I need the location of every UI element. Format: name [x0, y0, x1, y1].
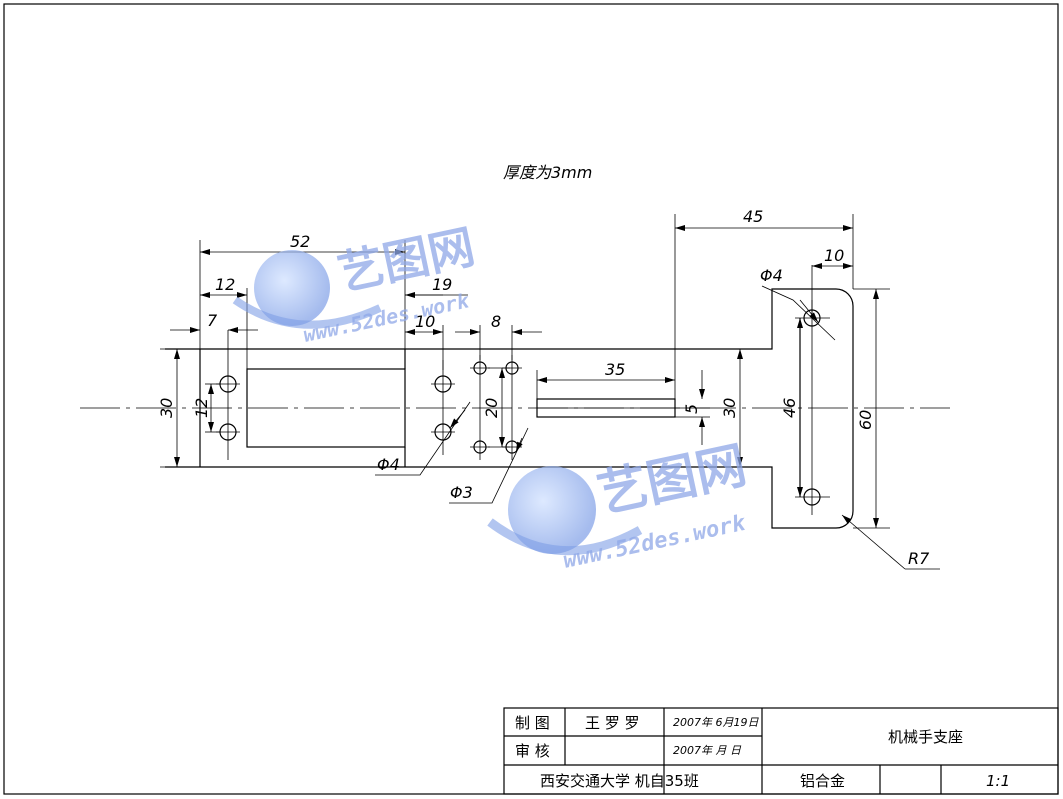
dim-45: 45 — [743, 207, 763, 226]
drawn-date: 2007年 6月19日 — [673, 716, 759, 729]
dim-8: 8 — [491, 312, 501, 331]
dim-52: 52 — [290, 232, 310, 251]
material: 铝合金 — [800, 772, 845, 790]
school-class: 西安交通大学 机自35班 — [540, 772, 699, 790]
scale: 1:1 — [986, 772, 1010, 790]
watermark-brand-top: 艺图网 — [333, 219, 479, 301]
dim-7: 7 — [207, 311, 218, 330]
dim-60: 60 — [856, 410, 875, 430]
dim-12-top: 12 — [215, 275, 235, 294]
globe-logo — [254, 250, 330, 326]
watermark-brand-bottom: 艺图网 — [592, 436, 751, 524]
title-block: 制 图 王 罗 罗 2007年 6月19日 审 核 2007年 月 日 机械手支… — [503, 707, 1059, 795]
dim-35: 35 — [605, 360, 625, 379]
dim-19: 19 — [432, 275, 452, 294]
check-label: 审 核 — [515, 742, 550, 760]
dim-5: 5 — [682, 404, 701, 414]
thickness-note: 厚度为3mm — [503, 163, 592, 182]
dimension-texts: 52 12 19 7 10 8 30 12 20 35 5 30 45 10 4… — [157, 207, 930, 568]
globe-logo — [508, 466, 596, 554]
dim-phi4-bottom: Φ4 — [377, 455, 400, 474]
dim-r7: R7 — [908, 549, 930, 568]
dim-30-left: 30 — [157, 398, 176, 418]
dim-phi3: Φ3 — [450, 483, 473, 502]
hole-small-1 — [470, 361, 490, 375]
dim-46: 46 — [780, 398, 799, 418]
dim-10-right: 10 — [824, 246, 844, 265]
check-date: 2007年 月 日 — [673, 744, 742, 757]
watermark-bottom: 艺图网 www.52des.work — [487, 436, 751, 574]
dim-30-mid: 30 — [720, 398, 739, 418]
hole-mid-top — [431, 375, 455, 393]
part-name: 机械手支座 — [888, 728, 963, 746]
hole-small-3 — [470, 440, 490, 454]
dim-10-left: 10 — [415, 312, 435, 331]
hole-right-bottom — [803, 488, 821, 506]
dimension-lines — [160, 214, 940, 570]
hole-mid-bottom — [431, 423, 455, 441]
dim-phi4-top: Φ4 — [760, 266, 783, 285]
dim-12-left: 12 — [192, 398, 211, 418]
drawn-label: 制 图 — [515, 714, 550, 732]
drawn-name: 王 罗 罗 — [585, 714, 640, 732]
dim-20: 20 — [482, 398, 501, 418]
